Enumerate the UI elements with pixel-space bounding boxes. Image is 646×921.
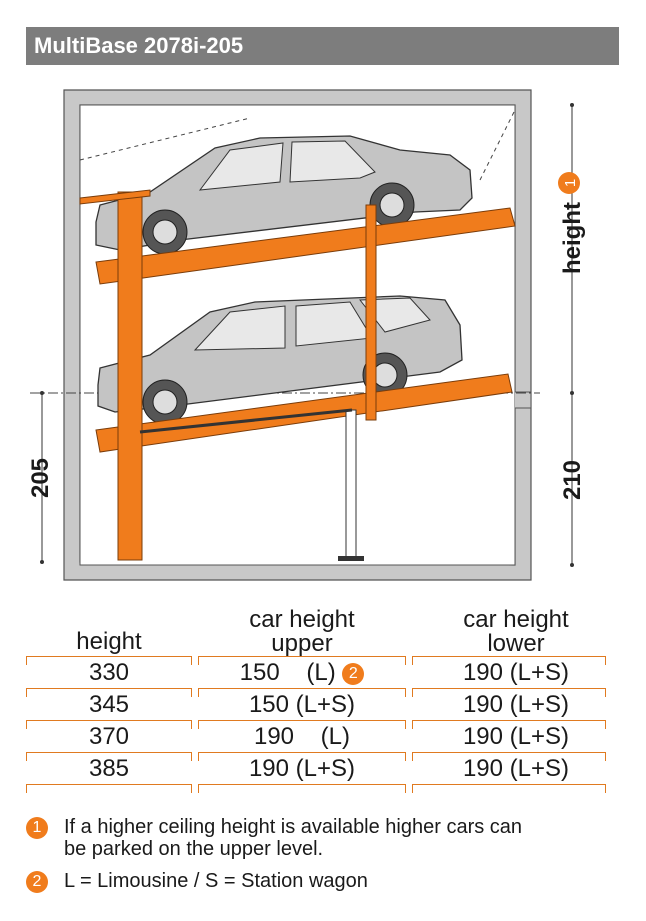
post-arm xyxy=(79,189,151,205)
height-badge-text: 1 xyxy=(562,179,579,187)
cell-upper: 190 (L+S) xyxy=(248,755,356,782)
rule xyxy=(412,656,606,665)
rule xyxy=(26,656,192,665)
title-bar: MultiBase 2078i-205 xyxy=(26,27,619,65)
cell-height: 370 xyxy=(88,723,130,750)
cell-height: 330 xyxy=(88,659,130,686)
rule xyxy=(26,720,192,729)
note-1-badge: 1 xyxy=(26,817,48,839)
col-header-lower: car height lower xyxy=(463,606,569,657)
cell-lower: 190 (L+S) xyxy=(462,691,570,718)
dim-210: 210 xyxy=(559,460,586,500)
col-header-upper: car height upper xyxy=(249,606,355,657)
note-2-badge: 2 xyxy=(26,871,48,893)
rule xyxy=(412,752,606,761)
cell-lower: 190 (L+S) xyxy=(462,659,570,686)
cell-height: 345 xyxy=(88,691,130,718)
rule xyxy=(26,784,192,793)
rule xyxy=(26,688,192,697)
page-title: MultiBase 2078i-205 xyxy=(34,33,244,58)
rule xyxy=(198,656,406,665)
dim-205: 205 xyxy=(27,458,54,498)
rule xyxy=(198,688,406,697)
cell-upper: 190 (L) xyxy=(253,723,351,750)
rule xyxy=(198,720,406,729)
rule xyxy=(198,752,406,761)
note-2: 2 L = Limousine / S = Station wagon xyxy=(26,870,626,894)
hydraulic-cylinder xyxy=(345,409,357,561)
dim-height-label: height xyxy=(559,202,586,274)
cell-lower: 190 (L+S) xyxy=(462,723,570,750)
cylinder-base xyxy=(338,556,364,561)
parking-system-diagram: 205 height 1 210 xyxy=(27,89,586,581)
main-post xyxy=(117,191,143,561)
ground-step xyxy=(515,391,532,409)
rule xyxy=(412,784,606,793)
note-2-badge: 2 xyxy=(342,662,365,685)
rule xyxy=(26,752,192,761)
cell-upper: 150 (L+S) xyxy=(248,691,356,718)
rule xyxy=(198,784,406,793)
lower-arm xyxy=(139,408,353,434)
envelope-line xyxy=(79,117,251,161)
rear-post xyxy=(365,204,377,421)
rule xyxy=(412,720,606,729)
col-header-height: height xyxy=(76,628,142,655)
upper-car xyxy=(95,135,473,255)
rule xyxy=(412,688,606,697)
cell-height: 385 xyxy=(88,755,130,782)
envelope-line xyxy=(479,109,516,181)
height-badge xyxy=(558,172,580,194)
cell-lower: 190 (L+S) xyxy=(462,755,570,782)
note-1: 1 If a higher ceiling height is availabl… xyxy=(26,816,626,862)
cell-upper: 150 (L) 2 xyxy=(198,660,406,686)
